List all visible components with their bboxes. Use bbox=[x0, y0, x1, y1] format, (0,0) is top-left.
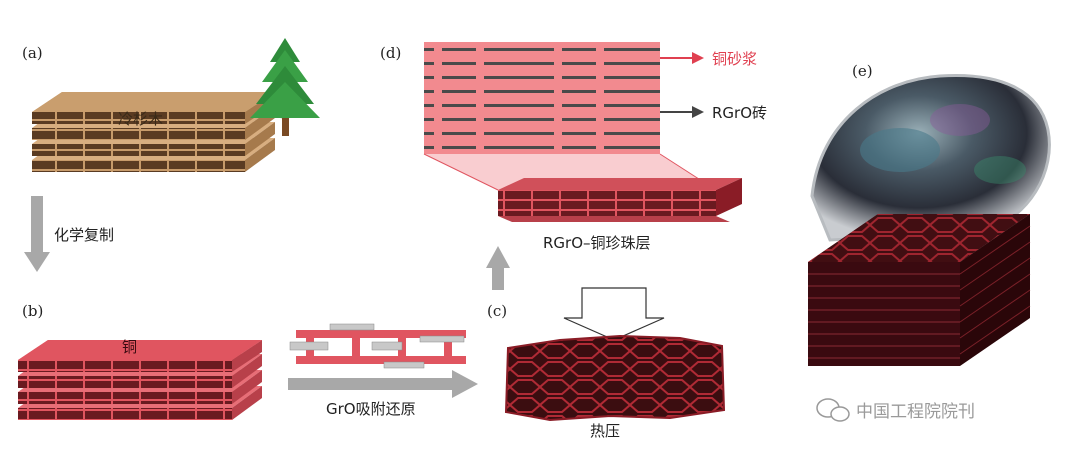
wood-label: 冷杉木 bbox=[118, 110, 164, 128]
copper-block bbox=[18, 340, 262, 420]
panel-label-b: (b) bbox=[22, 302, 44, 320]
rgro-brick-pointer bbox=[660, 106, 704, 118]
copper-paste-label: 铜砂浆 bbox=[712, 50, 758, 68]
tree-icon bbox=[250, 38, 320, 136]
wood-block bbox=[32, 92, 285, 172]
chem-replicate-label: 化学复制 bbox=[54, 226, 115, 244]
panel-label-c: (c) bbox=[487, 302, 508, 320]
panel-label-e: (e) bbox=[852, 62, 873, 80]
nacre-cube-image bbox=[808, 214, 1031, 366]
panel-label-d: (d) bbox=[380, 44, 402, 62]
nacre-slab bbox=[498, 178, 742, 222]
down-arrow-icon bbox=[24, 196, 50, 272]
hot-press-label: 热压 bbox=[590, 422, 621, 440]
gro-coating-schematic bbox=[289, 323, 466, 369]
compressed-network bbox=[504, 334, 726, 422]
wechat-icon bbox=[816, 398, 850, 422]
gro-adsorb-label: GrO吸附还原 bbox=[326, 400, 416, 418]
zoom-inset bbox=[423, 42, 717, 191]
watermark: 中国工程院院刊 bbox=[856, 402, 975, 422]
panel-label-a: (a) bbox=[22, 44, 43, 62]
copper-paste-pointer bbox=[660, 52, 704, 64]
up-arrow-icon bbox=[486, 246, 510, 290]
abalone-shell-image bbox=[810, 73, 1051, 242]
copper-label: 铜 bbox=[122, 338, 138, 356]
nacre-layer-label: RGrO–铜珍珠层 bbox=[543, 234, 651, 252]
rgro-brick-label: RGrO砖 bbox=[712, 104, 768, 122]
right-arrow-icon bbox=[288, 370, 478, 398]
press-arrow-icon bbox=[563, 287, 665, 341]
